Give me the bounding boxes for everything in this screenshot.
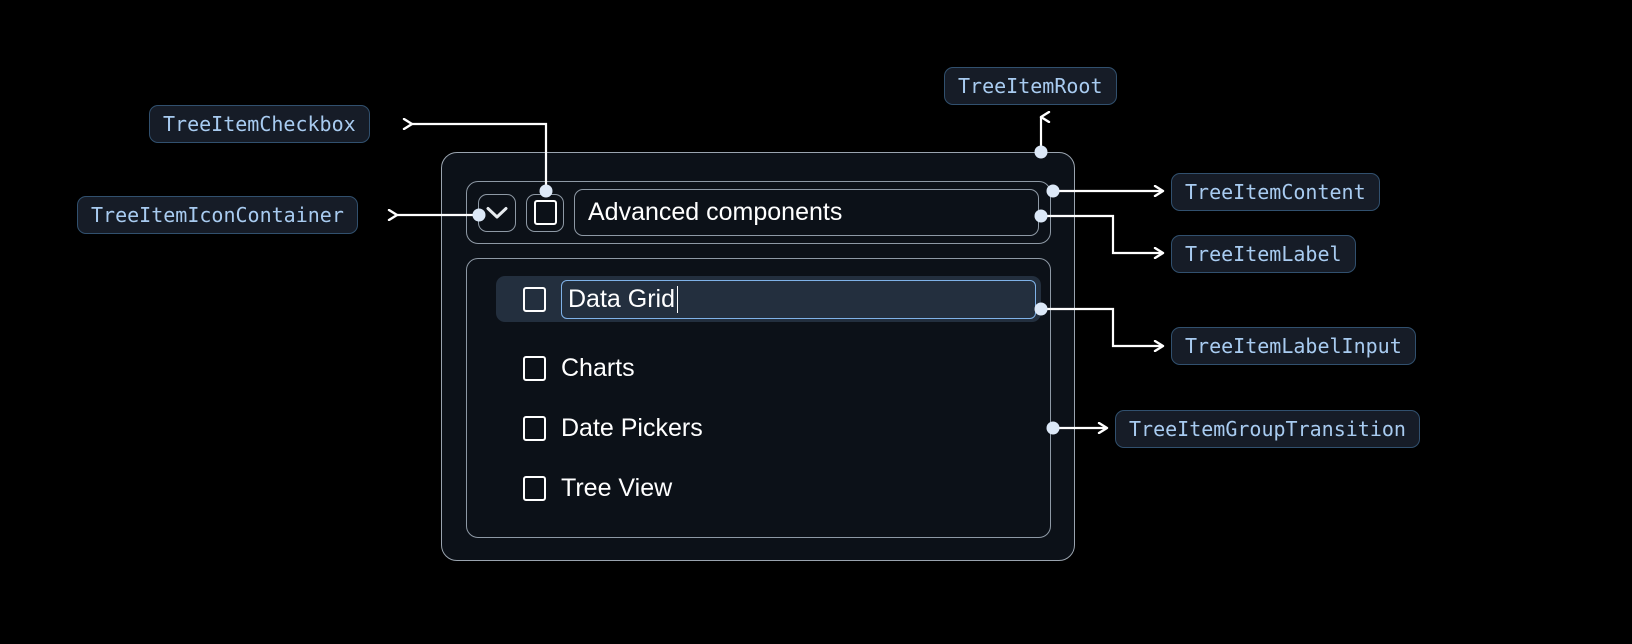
tree-item-label-input[interactable]: Data Grid: [561, 279, 1036, 319]
annotation-tree-item-content: TreeItemContent: [1171, 173, 1380, 211]
tree-item-checkbox[interactable]: [526, 193, 564, 232]
tree-item-label: Charts: [561, 353, 635, 382]
annotation-tree-item-icon-container: TreeItemIconContainer: [77, 196, 358, 234]
checkbox-unchecked-icon[interactable]: [523, 415, 546, 441]
tree-item-label-input-value: Data Grid: [568, 284, 675, 313]
checkbox-unchecked-icon: [533, 200, 557, 225]
tree-item-group-transition: Data Grid Charts Date Pickers Tree View: [466, 258, 1051, 538]
checkbox-unchecked-icon[interactable]: [523, 355, 546, 381]
text-caret: [676, 285, 679, 313]
tree-item-row-date-pickers[interactable]: Date Pickers: [496, 405, 1041, 451]
chevron-down-icon: [486, 206, 508, 218]
tree-item-row-data-grid[interactable]: Data Grid: [496, 276, 1041, 322]
annotation-tree-item-checkbox: TreeItemCheckbox: [149, 105, 370, 143]
tree-item-row-charts[interactable]: Charts: [496, 345, 1041, 391]
checkbox-unchecked-icon[interactable]: [523, 475, 546, 501]
annotation-tree-item-root: TreeItemRoot: [944, 67, 1117, 105]
annotation-tree-item-label-input: TreeItemLabelInput: [1171, 327, 1416, 365]
tree-item-row-tree-view[interactable]: Tree View: [496, 465, 1041, 511]
tree-item-icon-container[interactable]: [478, 193, 516, 232]
tree-item-root: Advanced components Data Grid Charts Dat…: [441, 152, 1075, 561]
tree-item-label-text: Advanced components: [588, 198, 843, 226]
tree-item-label: Tree View: [561, 473, 673, 502]
tree-item-content[interactable]: Advanced components: [466, 181, 1051, 244]
checkbox-unchecked-icon[interactable]: [523, 286, 546, 312]
tree-item-label: Date Pickers: [561, 413, 703, 442]
annotation-tree-item-group-transition: TreeItemGroupTransition: [1115, 410, 1420, 448]
annotation-tree-item-label: TreeItemLabel: [1171, 235, 1356, 273]
tree-item-label[interactable]: Advanced components: [574, 189, 1039, 236]
